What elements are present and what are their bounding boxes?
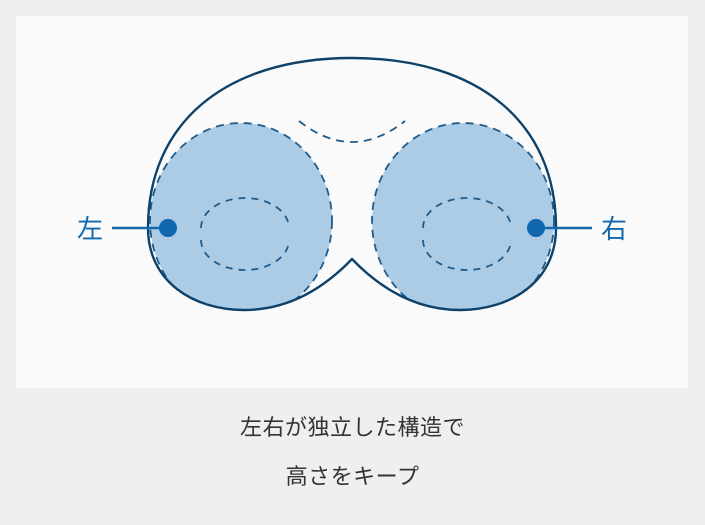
pillow-diagram: 左 右 [77,56,627,312]
right-marker-dot[interactable] [527,219,545,237]
center-dashed-arc [298,120,406,143]
right-inner-arc-top [422,197,512,229]
left-inner-arc-top [200,197,290,229]
left-lobe-dashed-edge [149,122,333,310]
right-lobe-dashed-edge [371,122,555,310]
lobe-dashed-outlines [149,122,555,310]
left-label: 左 [77,215,103,245]
pillow-outline [146,56,558,312]
left-lobe-fill [150,123,332,310]
left-lobe-group [150,123,332,310]
left-inner-arc-bottom [200,239,290,271]
right-inner-arc-bottom [422,239,512,271]
right-lobe-fill [372,123,554,310]
right-lobe-group [372,123,554,310]
figure-panel: 左 右 [16,16,688,388]
right-label: 右 [601,215,627,245]
caption-line-1: 左右が独立した構造で [239,416,465,441]
right-inner-dashed-ellipse [422,197,512,271]
left-inner-dashed-ellipse [200,197,290,271]
caption-block: 左右が独立した構造で 高さをキープ [0,404,705,502]
left-marker-dot[interactable] [159,219,177,237]
caption-line-2: 高さをキープ [285,465,420,490]
